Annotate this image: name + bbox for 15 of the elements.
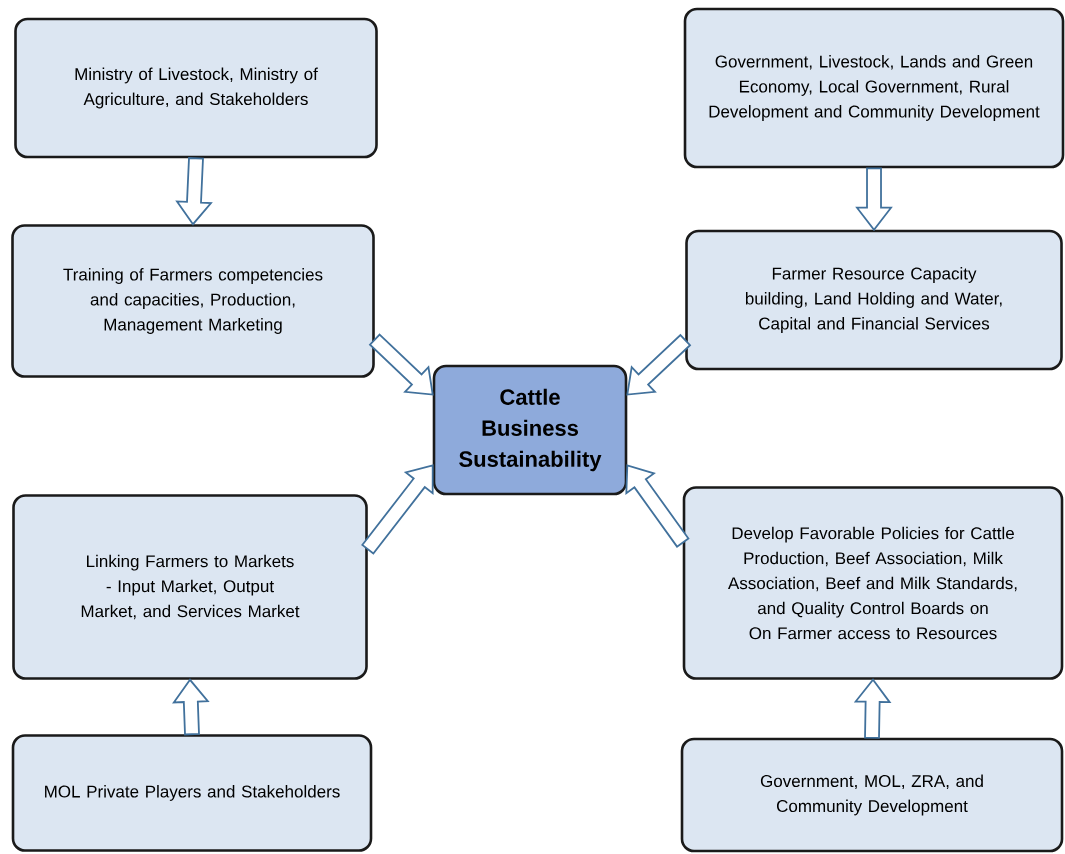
block-arrow bbox=[625, 464, 690, 548]
center-box: Cattle Business Sustainability bbox=[432, 364, 628, 496]
block-arrow bbox=[853, 678, 892, 739]
text-box: Develop Favorable Policies for Cattle Production, Beef Association, Milk Association, Beef and Milk Standards, and Quality Control Boards on On Farmer access to Resources bbox=[682, 486, 1064, 680]
block-arrow bbox=[175, 157, 213, 226]
text-box: Farmer Resource Capacity building, Land Holding and Water, Capital and Financial Services bbox=[685, 229, 1063, 371]
text-box: MOL Private Players and Stakeholders bbox=[11, 734, 373, 852]
block-arrow bbox=[855, 167, 893, 232]
text-box: Government, Livestock, Lands and Green Economy, Local Government, Rural Development and Community Development bbox=[683, 7, 1065, 169]
text-box: Ministry of Livestock, Ministry of Agriculture, and Stakeholders bbox=[14, 17, 378, 159]
text-box: Linking Farmers to Markets - Input Market, Output Market, and Services Market bbox=[12, 494, 368, 680]
block-arrow bbox=[172, 678, 210, 736]
text-box: Training of Farmers competencies and capacities, Production, Management Marketing bbox=[11, 224, 375, 378]
block-arrow bbox=[361, 464, 434, 555]
text-box: Government, MOL, ZRA, and Community Development bbox=[680, 737, 1064, 853]
